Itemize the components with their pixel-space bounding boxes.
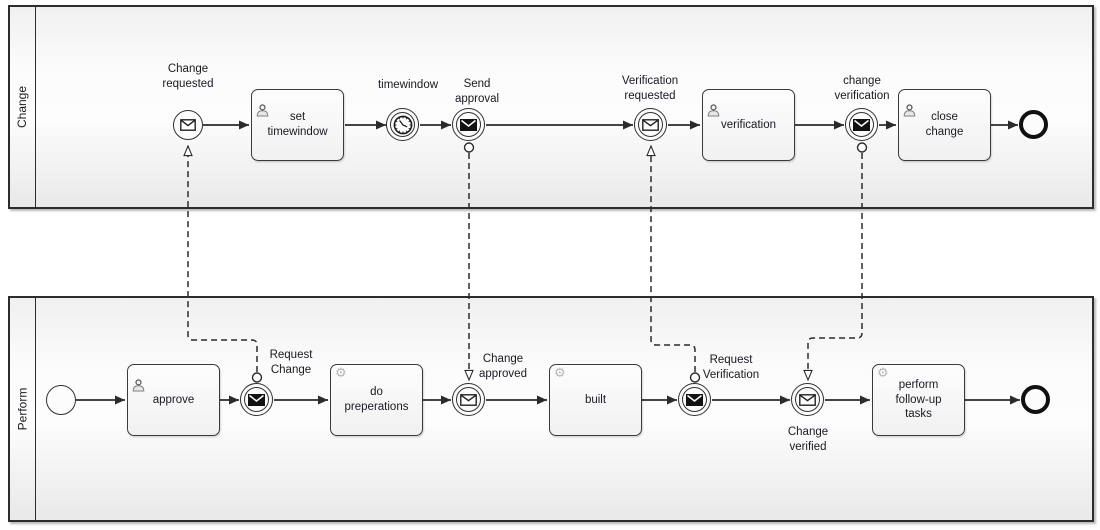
task-set-timewindow[interactable]: set timewindow (251, 89, 344, 161)
task-perform-follow-up-tasks[interactable]: ⚙ perform follow-up tasks (872, 364, 965, 436)
user-task-icon (256, 92, 269, 120)
message-icon (799, 393, 816, 406)
timer-ring (390, 112, 415, 137)
event-ring (682, 387, 707, 412)
start-event-change-requested[interactable] (173, 110, 203, 140)
event-ring (456, 387, 481, 412)
message-catch-event-change-approved[interactable] (452, 383, 485, 416)
event-ring (456, 112, 481, 137)
label-change-approved: Change approved (479, 353, 527, 380)
label-timewindow: timewindow (377, 79, 439, 91)
service-task-icon: ⚙ (877, 366, 889, 381)
event-ring (849, 112, 874, 137)
label-change-requested: Change requested (162, 63, 214, 90)
event-ring (638, 112, 663, 137)
pool-perform-label: Perform (15, 387, 30, 431)
task-do-preperations[interactable]: ⚙ do preperations (330, 364, 423, 436)
task-label: set timewindow (267, 111, 328, 138)
message-icon (642, 118, 659, 131)
label-send-approval: Send approval (454, 78, 500, 105)
message-icon (180, 119, 196, 131)
task-built[interactable]: ⚙ built (549, 364, 642, 436)
message-icon (460, 393, 477, 406)
pool-change-lane-separator (35, 7, 36, 207)
label-request-change: Request Change (269, 349, 313, 376)
clock-icon (393, 115, 412, 134)
message-throw-event-send-approval[interactable] (452, 108, 485, 141)
task-verification[interactable]: verification (702, 89, 795, 161)
pool-change-label-band: Change (10, 7, 35, 207)
task-label: close change (925, 111, 964, 138)
task-label: perform follow-up tasks (895, 378, 942, 421)
message-filled-icon (248, 393, 265, 406)
pool-change-label: Change (15, 85, 30, 129)
service-task-icon: ⚙ (335, 366, 347, 381)
message-filled-icon (686, 393, 703, 406)
user-task-icon (132, 367, 145, 395)
task-close-change[interactable]: close change (898, 89, 991, 161)
end-event-perform[interactable] (1021, 385, 1050, 414)
label-change-verification: change verification (834, 75, 890, 102)
message-throw-event-request-verification[interactable] (678, 383, 711, 416)
message-throw-event-change-verification[interactable] (845, 108, 878, 141)
pool-perform-label-band: Perform (10, 298, 35, 520)
start-event-perform[interactable] (46, 385, 76, 415)
user-task-icon (707, 92, 720, 120)
label-request-verification: Request Verification (702, 354, 760, 381)
event-ring (795, 387, 820, 412)
task-label: built (584, 393, 607, 406)
event-ring (244, 387, 269, 412)
message-catch-event-change-verified[interactable] (791, 383, 824, 416)
timer-event-timewindow[interactable] (386, 108, 419, 141)
task-label: verification (721, 118, 776, 131)
message-throw-event-request-change[interactable] (240, 383, 273, 416)
task-label: approve (152, 393, 195, 406)
label-verification-requested: Verification requested (621, 75, 679, 102)
end-event-change[interactable] (1019, 110, 1048, 139)
message-filled-icon (460, 118, 477, 131)
task-approve[interactable]: approve (127, 364, 220, 436)
label-change-verified: Change verified (787, 426, 829, 453)
message-catch-event-verification-requested[interactable] (634, 108, 667, 141)
pool-perform-lane-separator (35, 298, 36, 520)
task-label: do preperations (344, 386, 409, 413)
message-filled-icon (853, 118, 870, 131)
user-task-icon (903, 92, 916, 120)
service-task-icon: ⚙ (554, 366, 566, 381)
